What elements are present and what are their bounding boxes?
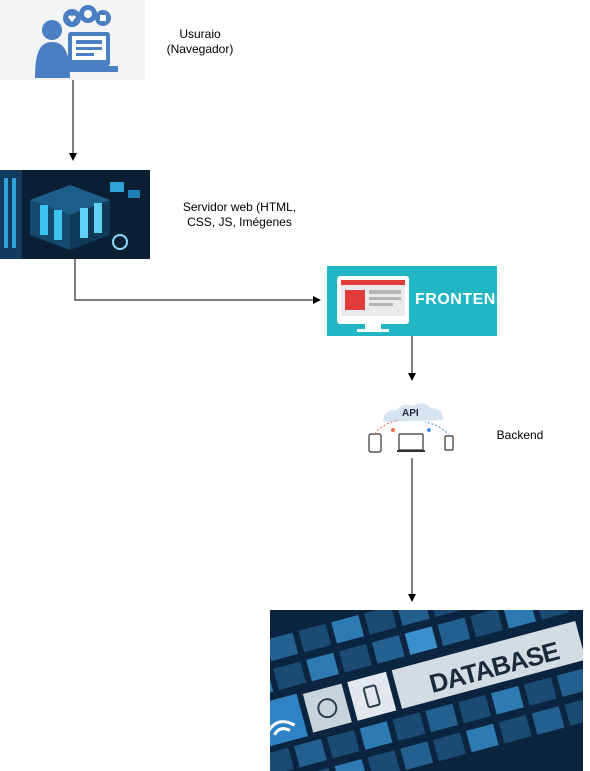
api-node: API bbox=[363, 400, 458, 455]
api-text: API bbox=[402, 408, 419, 419]
api-cloud-icon bbox=[368, 403, 454, 453]
user-label-line2: (Navegador) bbox=[166, 42, 234, 56]
user-label: Usuraio (Navegador) bbox=[150, 27, 250, 57]
database-node: DATABASE bbox=[270, 610, 583, 771]
server-label: Servidor web (HTML, CSS, JS, Imégenes bbox=[172, 200, 307, 230]
monitor-icon bbox=[337, 276, 409, 332]
arrow-server-to-frontend bbox=[74, 259, 321, 304]
server-label-line1: Servidor web (HTML, bbox=[182, 200, 297, 214]
user-computer-icon bbox=[35, 5, 118, 78]
backend-label: Backend bbox=[496, 428, 544, 442]
server-label-line2: CSS, JS, Imégenes bbox=[187, 215, 292, 229]
user-label-line1: Usuraio bbox=[179, 27, 221, 41]
frontend-banner-text: FRONTEND bbox=[415, 291, 497, 308]
database-tiles-icon bbox=[270, 610, 583, 771]
frontend-node: FRONTEND bbox=[327, 266, 497, 336]
web-server-node bbox=[0, 170, 150, 259]
user-browser-node bbox=[0, 0, 145, 80]
server-rack-icon bbox=[0, 170, 150, 259]
